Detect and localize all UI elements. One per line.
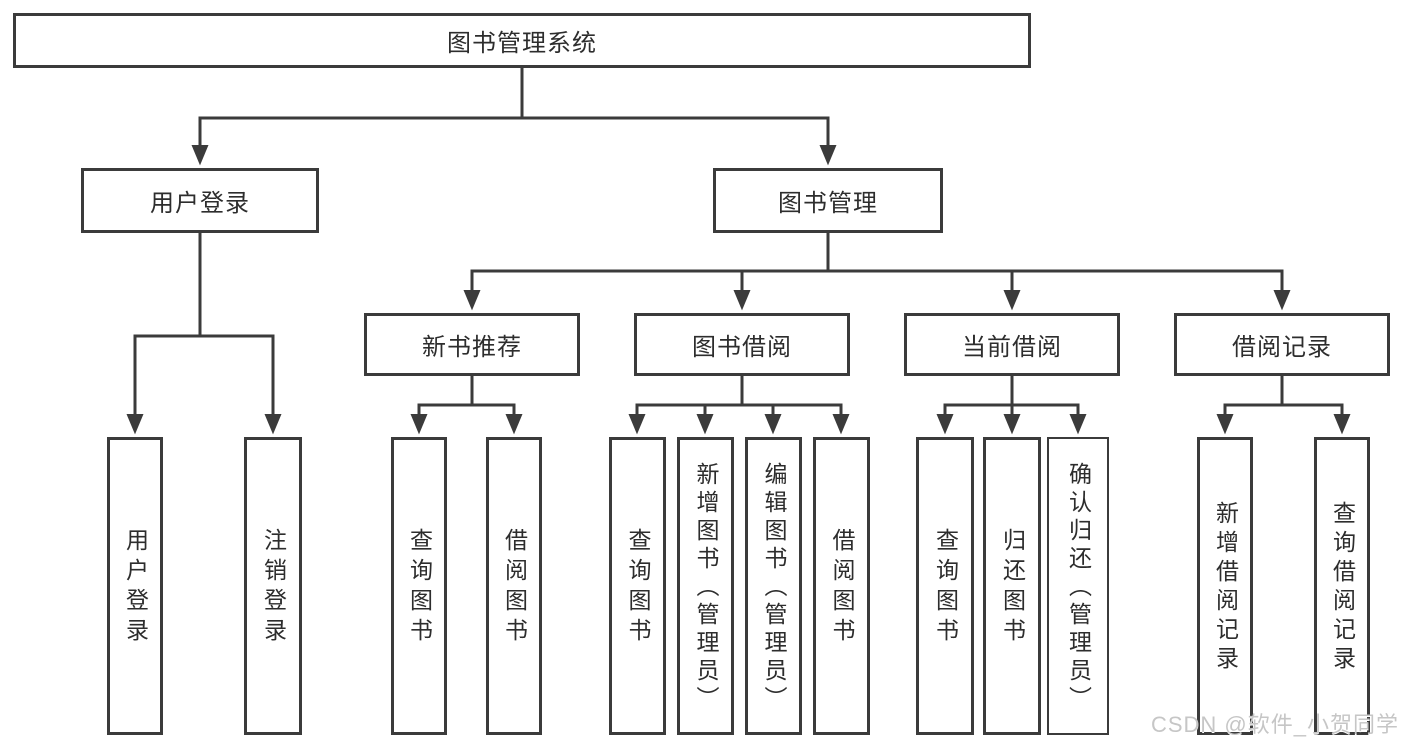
leaf-add-borrow-record: 新增借阅记录 (1197, 437, 1253, 735)
leaf-query-borrow-record: 查询借阅记录 (1314, 437, 1370, 735)
leaf-query-books-borrowing: 查询图书 (609, 437, 666, 735)
node-new-book-recommend: 新书推荐 (364, 313, 580, 376)
leaf-add-book-admin: 新增图书（管理员） (677, 437, 734, 735)
leaf-return-books: 归还图书 (983, 437, 1041, 735)
leaf-borrow-books-recommend: 借阅图书 (486, 437, 542, 735)
leaf-edit-book-admin: 编辑图书（管理员） (745, 437, 802, 735)
node-book-management: 图书管理 (713, 168, 943, 233)
node-library-system: 图书管理系统 (13, 13, 1031, 68)
node-user-login: 用户登录 (81, 168, 319, 233)
leaf-confirm-return-admin: 确认归还（管理员） (1047, 437, 1109, 735)
node-book-borrowing: 图书借阅 (634, 313, 850, 376)
leaf-logout: 注销登录 (244, 437, 302, 735)
leaf-query-books-recommend: 查询图书 (391, 437, 447, 735)
node-borrowing-records: 借阅记录 (1174, 313, 1390, 376)
csdn-watermark: CSDN @软件_小贺同学 (1150, 712, 1399, 737)
node-current-borrowing: 当前借阅 (904, 313, 1120, 376)
leaf-user-login: 用户登录 (107, 437, 163, 735)
leaf-borrow-books: 借阅图书 (813, 437, 870, 735)
leaf-query-books-current: 查询图书 (916, 437, 974, 735)
